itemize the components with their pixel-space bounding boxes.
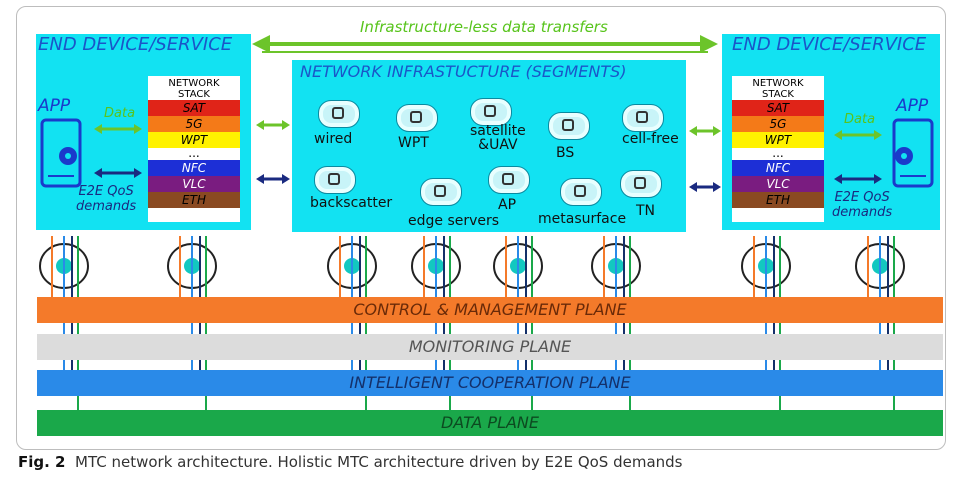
brain-icon: [167, 236, 217, 412]
stack-layer: 5G: [732, 116, 824, 132]
stack-layer: WPT: [148, 132, 240, 148]
stack-layer: ETH: [732, 192, 824, 208]
plane-band: INTELLIGENT COOPERATION PLANE: [37, 370, 943, 396]
stack-layer: NFC: [148, 160, 240, 176]
right-device-title: END DEVICE/SERVICE: [732, 34, 927, 55]
figure-frame: [16, 6, 946, 450]
caption-fig: Fig. 2: [18, 453, 66, 471]
segment-label: BS: [556, 145, 575, 161]
segment-label: WPT: [398, 135, 429, 151]
tn-icon: [620, 170, 662, 198]
segment-label: satellite &UAV: [470, 123, 526, 153]
left-device-title: END DEVICE/SERVICE: [38, 34, 233, 55]
stack-layer: VLC: [148, 176, 240, 192]
satellite-icon: [470, 98, 512, 126]
left-data-arrow: [94, 124, 142, 134]
segment-label: AP: [498, 197, 517, 213]
segment-label: cell-free: [622, 131, 679, 147]
brain-icon: [39, 236, 89, 412]
infrastructure-box: [292, 60, 686, 232]
stack-layer: VLC: [732, 176, 824, 192]
right-green-link-arrow: [689, 126, 721, 136]
plane-band: MONITORING PLANE: [37, 334, 943, 360]
stack-layer: ETH: [148, 192, 240, 208]
plane-band: CONTROL & MANAGEMENT PLANE: [37, 297, 943, 323]
stack-layer: ...: [148, 147, 240, 160]
wpt-icon: [396, 104, 438, 132]
phone-gear-icon: [40, 118, 82, 188]
plane-connections: [39, 236, 905, 412]
backscatter-icon: [314, 166, 356, 194]
segment-label: backscatter: [310, 195, 393, 211]
ap-icon: [488, 166, 530, 194]
right-data-label: Data: [844, 112, 876, 127]
right-app-label: APP: [896, 96, 929, 116]
segment-label: wired: [314, 131, 353, 147]
left-data-label: Data: [104, 106, 136, 121]
infrastructure-title: NETWORK INFRASTUCTURE (SEGMENTS): [300, 62, 627, 81]
left-qos-arrow: [94, 168, 142, 178]
left-green-link-arrow: [256, 120, 290, 130]
brain-icon: [493, 236, 543, 412]
stack-layer: ...: [732, 147, 824, 160]
segment-label: edge servers: [408, 213, 500, 229]
caption-text: MTC network architecture. Holistic MTC a…: [75, 453, 683, 471]
right-qos-arrow: [834, 174, 882, 184]
infrastructure-less-arrow: [252, 35, 718, 53]
brain-icon: [411, 236, 461, 412]
wired-icon: [318, 100, 360, 128]
edge-servers-icon: [420, 178, 462, 206]
cell-free-icon: [622, 104, 664, 132]
stack-layer: SAT: [148, 100, 240, 116]
transfer-label: Infrastructure-less data transfers: [360, 18, 608, 36]
figure-caption: Fig. 2 MTC network architecture. Holisti…: [18, 453, 683, 471]
brain-icon: [327, 236, 377, 412]
left-app-label: APP: [38, 96, 71, 116]
bs-icon: [548, 112, 590, 140]
right-blue-link-arrow: [689, 182, 721, 192]
left-blue-link-arrow: [256, 174, 290, 184]
segment-label: metasurface: [538, 211, 627, 227]
stack-layer: 5G: [148, 116, 240, 132]
right-data-arrow: [834, 130, 882, 140]
stack-layer: WPT: [732, 132, 824, 148]
segment-label: TN: [636, 203, 656, 219]
plane-band: DATA PLANE: [37, 410, 943, 436]
stack-layer: SAT: [732, 100, 824, 116]
metasurface-icon: [560, 178, 602, 206]
phone-gear-icon: [892, 118, 934, 188]
stack-layer: NFC: [732, 160, 824, 176]
